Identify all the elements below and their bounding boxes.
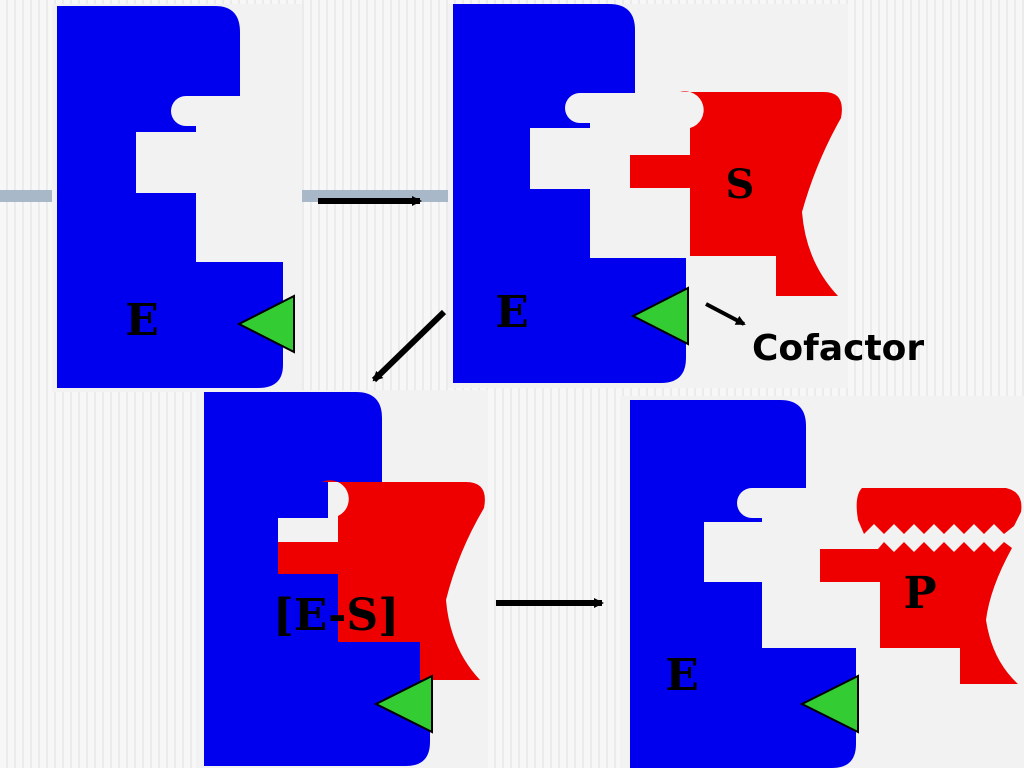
cofactor-triangle: [630, 286, 689, 346]
product-bottom-fragment: [820, 542, 1018, 684]
complex-label: [E-S]: [273, 590, 399, 641]
cofactor-label: Cofactor: [752, 328, 924, 369]
enzyme-top: E: [453, 4, 689, 383]
enzyme-label: E: [665, 650, 699, 701]
enzyme-shape: [453, 4, 686, 383]
cofactor-triangle: [799, 674, 859, 734]
enzyme-free: E: [57, 6, 295, 388]
cofactor-triangle: [373, 674, 433, 734]
enzyme-label: E: [125, 295, 159, 346]
enzyme-label: E: [495, 287, 529, 338]
substrate-shape: [278, 480, 485, 680]
enzyme-shape: [630, 400, 856, 768]
enzyme-shape: [57, 6, 283, 388]
substrate-shape: [630, 91, 842, 297]
cofactor-triangle: [236, 294, 295, 354]
arrow-diagonal: [371, 309, 447, 383]
product-label: P: [903, 568, 936, 619]
enzyme-substrate-complex: [E-S]: [204, 392, 485, 766]
product-top-fragment: [856, 488, 1022, 534]
arrow-cofactor-release: [705, 302, 746, 326]
enzyme-shape: [204, 392, 430, 766]
substrate-label: S: [726, 161, 755, 208]
product: P: [820, 488, 1022, 684]
substrate: S: [630, 91, 842, 297]
enzyme-product-stage: E: [630, 400, 859, 768]
